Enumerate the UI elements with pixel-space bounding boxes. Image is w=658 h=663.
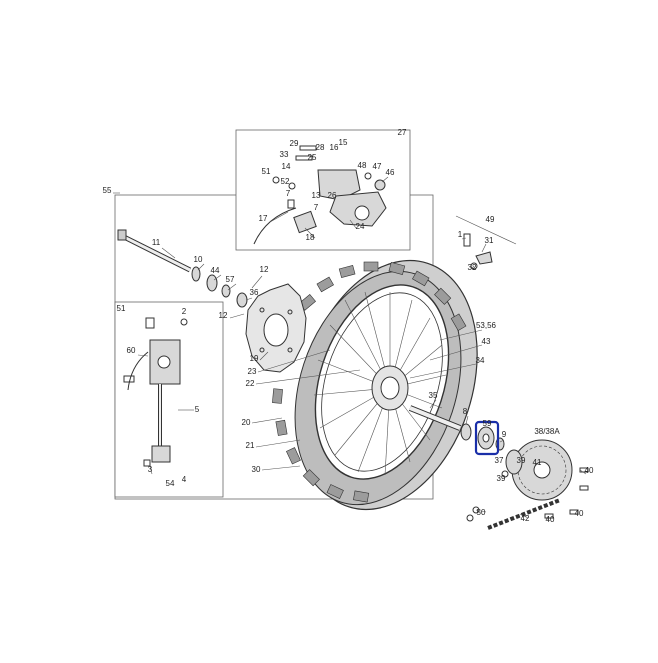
callout-50: 50 bbox=[477, 508, 486, 517]
callout-40: 40 bbox=[575, 509, 584, 518]
callout-7: 7 bbox=[286, 189, 291, 198]
callout-20: 20 bbox=[242, 418, 251, 427]
rear-sprocket bbox=[505, 439, 573, 501]
callout-51: 51 bbox=[262, 167, 271, 176]
hub-center bbox=[380, 376, 400, 400]
callout-1: 1 bbox=[458, 230, 463, 239]
callout-37: 37 bbox=[495, 456, 504, 465]
brake-master-inset-frame bbox=[114, 301, 224, 498]
brake-disc bbox=[245, 283, 307, 373]
callout-31: 31 bbox=[485, 236, 494, 245]
callout-22: 22 bbox=[246, 379, 255, 388]
callout-14: 14 bbox=[282, 162, 291, 171]
rear-axle bbox=[117, 229, 192, 273]
callout-18: 18 bbox=[306, 233, 315, 242]
callout-17: 17 bbox=[259, 214, 268, 223]
callout-52: 52 bbox=[281, 177, 290, 186]
callout-3: 3 bbox=[148, 465, 153, 474]
callout-29: 29 bbox=[290, 139, 299, 148]
callout-41: 41 bbox=[533, 458, 542, 467]
callout-47: 47 bbox=[373, 162, 382, 171]
callout-5: 5 bbox=[195, 405, 200, 414]
callout-23: 23 bbox=[248, 367, 257, 376]
callout-53-56: 53,56 bbox=[476, 321, 497, 330]
callout-12: 12 bbox=[219, 311, 228, 320]
bearing-10 bbox=[191, 266, 201, 282]
callout-25: 25 bbox=[308, 153, 317, 162]
callout-21: 21 bbox=[246, 441, 255, 450]
callout-39: 39 bbox=[517, 456, 526, 465]
callout-27: 27 bbox=[398, 128, 407, 137]
caliper-parts bbox=[253, 145, 387, 245]
callout-26: 26 bbox=[328, 191, 337, 200]
callout-57: 57 bbox=[226, 275, 235, 284]
callout-32: 32 bbox=[468, 263, 477, 272]
callout-13: 13 bbox=[312, 191, 321, 200]
rim-inner bbox=[321, 292, 443, 472]
reservoir-hose bbox=[127, 351, 149, 391]
callout-28: 28 bbox=[316, 143, 325, 152]
callout-10: 10 bbox=[194, 255, 203, 264]
callout-2: 2 bbox=[182, 307, 187, 316]
callout-4: 4 bbox=[182, 475, 187, 484]
drive-chain bbox=[487, 498, 561, 530]
sprocket-carrier bbox=[505, 449, 523, 475]
callout-54: 54 bbox=[166, 479, 175, 488]
seal-44 bbox=[206, 274, 218, 292]
callout-36: 36 bbox=[250, 288, 259, 297]
callout-39: 39 bbox=[497, 474, 506, 483]
callout-34: 34 bbox=[476, 356, 485, 365]
callout-38-38A: 38/38A bbox=[534, 427, 560, 436]
callout-8: 8 bbox=[463, 407, 468, 416]
callout-19: 19 bbox=[250, 354, 259, 363]
callout-55: 55 bbox=[103, 186, 112, 195]
brake-pads-18 bbox=[293, 210, 317, 234]
chain-guide-parts bbox=[455, 215, 517, 270]
callout-9: 9 bbox=[502, 430, 507, 439]
callout-59: 59 bbox=[483, 419, 492, 428]
master-cylinder-parts bbox=[123, 317, 188, 467]
callout-40: 40 bbox=[546, 515, 555, 524]
callout-42: 42 bbox=[521, 514, 530, 523]
callout-7: 7 bbox=[314, 203, 319, 212]
callout-35: 35 bbox=[429, 391, 438, 400]
callout-12: 12 bbox=[260, 265, 269, 274]
callout-11: 11 bbox=[152, 238, 161, 247]
callout-48: 48 bbox=[358, 161, 367, 170]
highlight-box-59[interactable] bbox=[474, 420, 500, 456]
spacer-36 bbox=[236, 292, 248, 308]
callout-60: 60 bbox=[127, 346, 136, 355]
right-axle-parts bbox=[408, 405, 505, 451]
callout-46: 46 bbox=[386, 168, 395, 177]
callout-40: 40 bbox=[585, 466, 594, 475]
rear-wheel bbox=[272, 259, 478, 511]
callout-51: 51 bbox=[117, 304, 126, 313]
callout-30: 30 bbox=[252, 465, 261, 474]
callout-49: 49 bbox=[486, 215, 495, 224]
leader-lines bbox=[137, 176, 587, 520]
spacer-57 bbox=[221, 284, 231, 298]
callout-24: 24 bbox=[356, 222, 365, 231]
spokes bbox=[313, 291, 447, 476]
callout-44: 44 bbox=[211, 266, 220, 275]
callout-15: 15 bbox=[339, 138, 348, 147]
callout-43: 43 bbox=[482, 337, 491, 346]
callout-33: 33 bbox=[280, 150, 289, 159]
callout-16: 16 bbox=[330, 143, 339, 152]
